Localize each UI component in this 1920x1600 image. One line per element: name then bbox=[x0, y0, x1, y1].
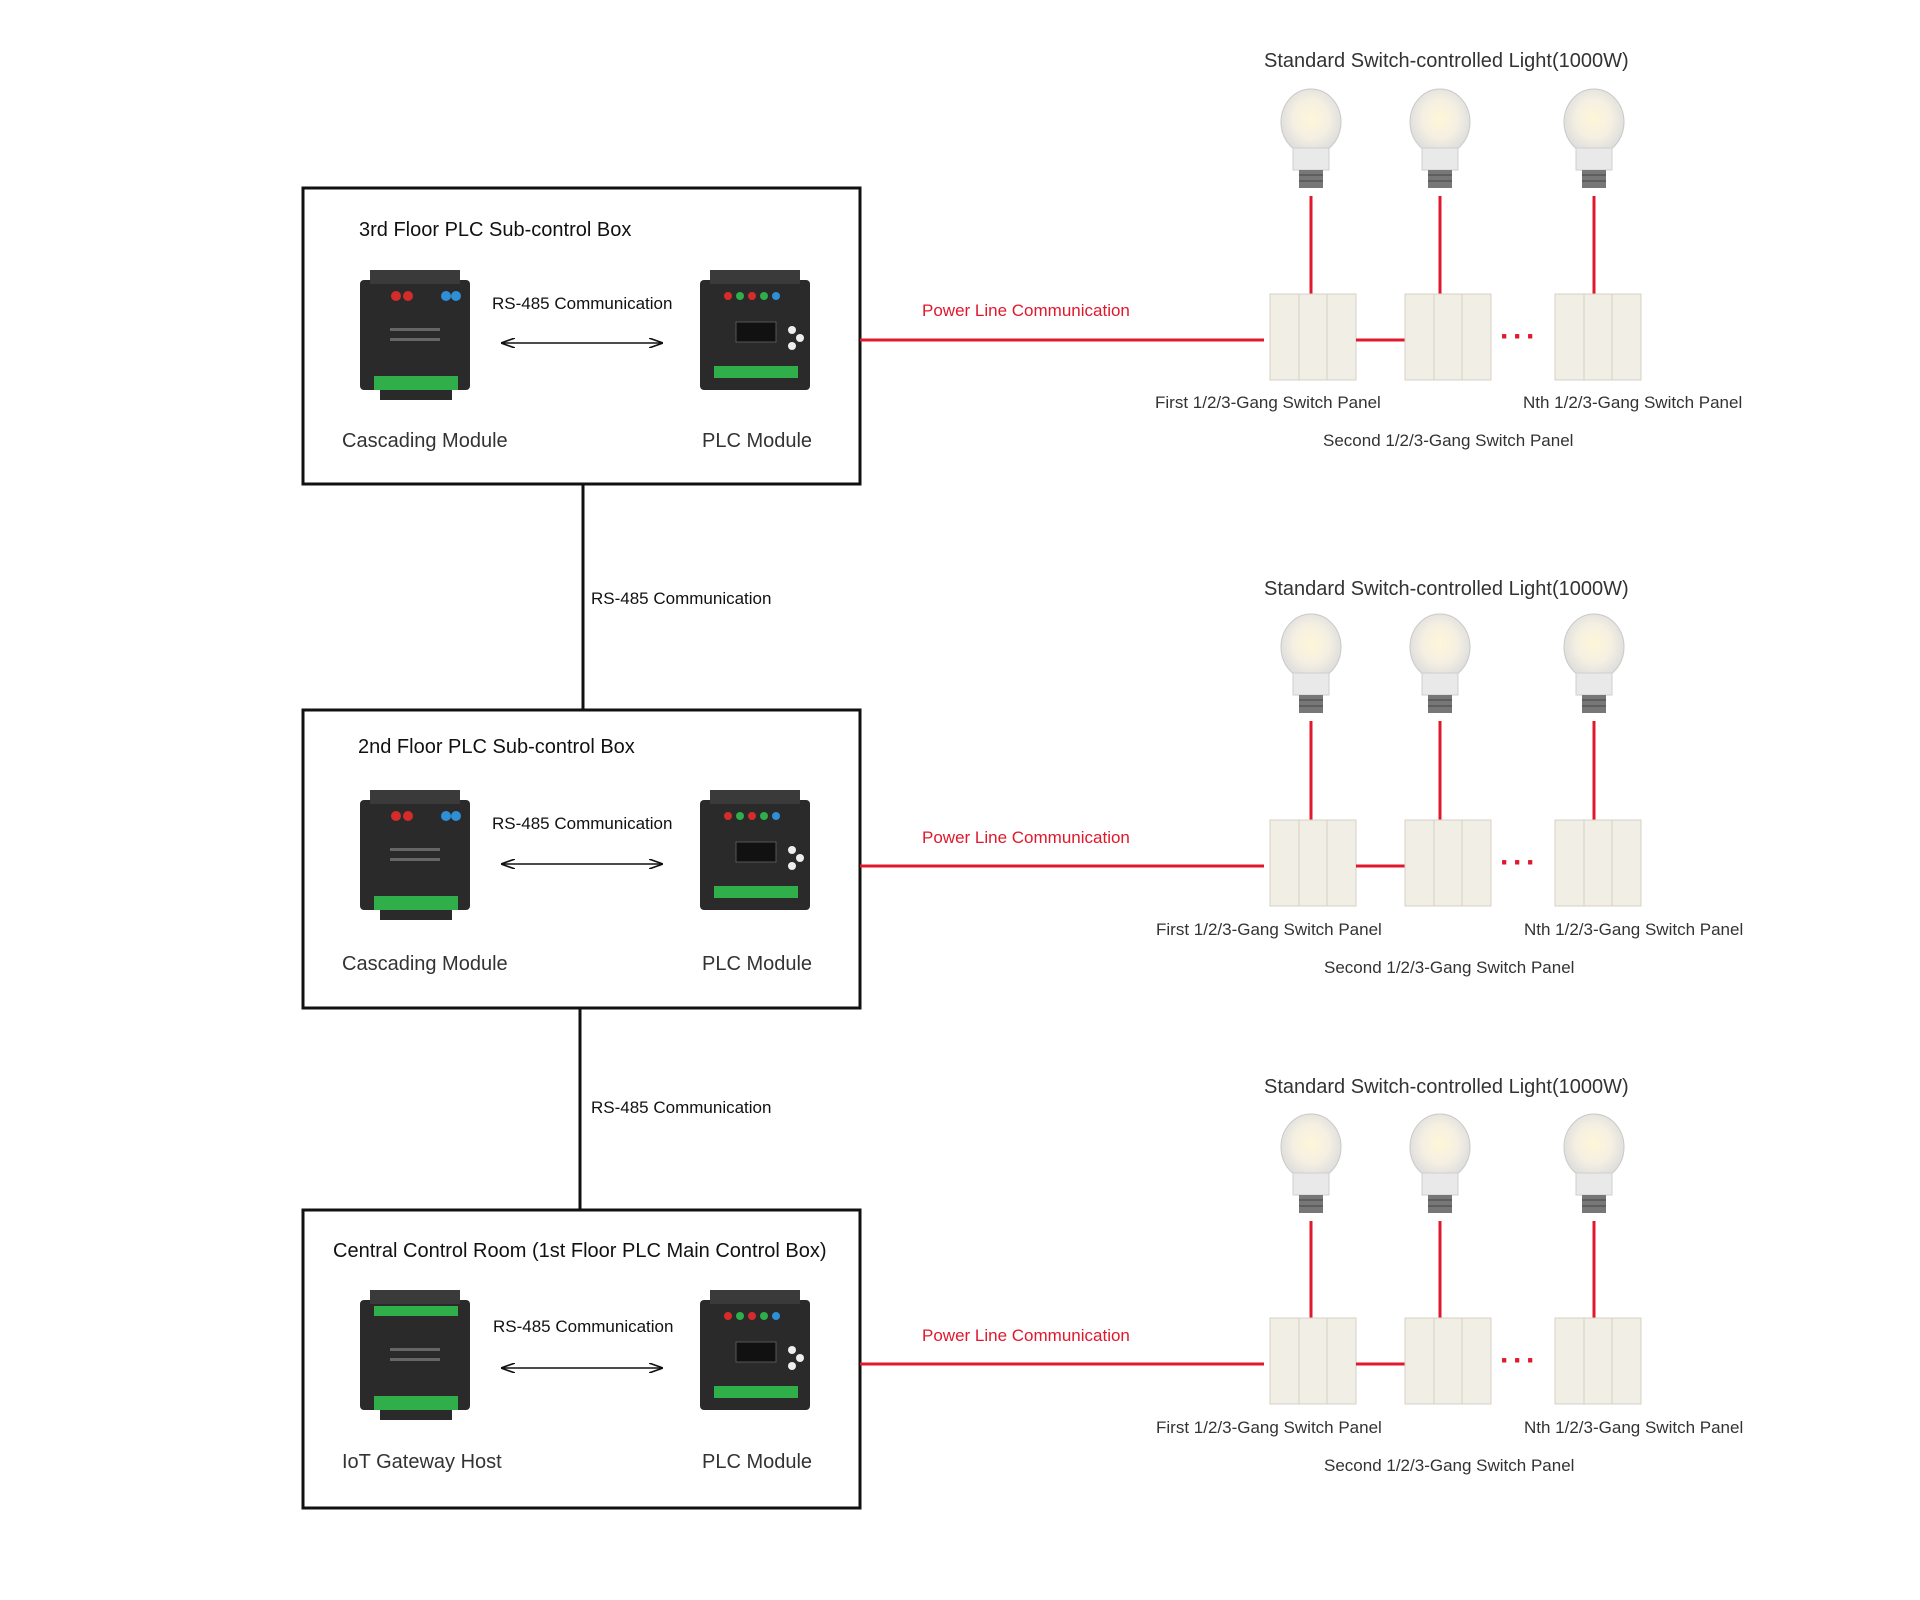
light-bulb-icon bbox=[1409, 88, 1471, 188]
light-bulb-icon bbox=[1563, 1113, 1625, 1213]
nth-panel-label: Nth 1/2/3-Gang Switch Panel bbox=[1524, 920, 1743, 939]
right-module-label: PLC Module bbox=[702, 1451, 812, 1473]
lights-title: Standard Switch-controlled Light(1000W) bbox=[1264, 1076, 1629, 1098]
control-box-frame bbox=[301, 708, 862, 1010]
right-module-label: PLC Module bbox=[702, 430, 812, 452]
floor-2-section: 2nd Floor PLC Sub-control Box RS-485 Com… bbox=[301, 578, 1743, 1010]
iot-gateway-device bbox=[360, 1290, 470, 1420]
light-bulb-icon bbox=[1280, 88, 1342, 188]
ellipsis: ··· bbox=[1500, 320, 1539, 353]
switch-panel-second bbox=[1404, 293, 1492, 381]
floor-3-section: 3rd Floor PLC Sub-control Box RS-485 Com… bbox=[301, 50, 1742, 486]
light-bulb-icon bbox=[1563, 613, 1625, 713]
plc-module-device bbox=[700, 790, 810, 910]
switch-panel-first bbox=[1269, 293, 1357, 381]
vertical-link-label: RS-485 Communication bbox=[591, 1098, 771, 1117]
switch-panel-first bbox=[1269, 1317, 1357, 1405]
plc-module-device bbox=[700, 270, 810, 390]
inner-link-label: RS-485 Communication bbox=[492, 294, 672, 313]
control-box-frame bbox=[301, 1208, 862, 1510]
power-line-label: Power Line Communication bbox=[922, 1326, 1130, 1345]
switch-panel-nth bbox=[1554, 1317, 1642, 1405]
second-panel-label: Second 1/2/3-Gang Switch Panel bbox=[1324, 958, 1574, 977]
cascading-module-device bbox=[360, 790, 470, 920]
box-title: 2nd Floor PLC Sub-control Box bbox=[358, 736, 635, 758]
light-bulb-icon bbox=[1563, 88, 1625, 188]
switch-panel-nth bbox=[1554, 293, 1642, 381]
second-panel-label: Second 1/2/3-Gang Switch Panel bbox=[1323, 431, 1573, 450]
light-bulb-icon bbox=[1280, 613, 1342, 713]
inner-link-label: RS-485 Communication bbox=[492, 814, 672, 833]
switch-panel-first bbox=[1269, 819, 1357, 907]
first-panel-label: First 1/2/3-Gang Switch Panel bbox=[1155, 393, 1381, 412]
lights-title: Standard Switch-controlled Light(1000W) bbox=[1264, 50, 1629, 72]
ellipsis: ··· bbox=[1500, 846, 1539, 879]
left-module-label: IoT Gateway Host bbox=[342, 1451, 502, 1473]
vertical-link-3-to-2: RS-485 Communication bbox=[581, 484, 771, 710]
box-title: Central Control Room (1st Floor PLC Main… bbox=[333, 1240, 827, 1262]
power-line-label: Power Line Communication bbox=[922, 828, 1130, 847]
vertical-link-2-to-1: RS-485 Communication bbox=[578, 1008, 771, 1210]
plc-module-device bbox=[700, 1290, 810, 1410]
light-bulb-icon bbox=[1409, 613, 1471, 713]
light-bulb-icon bbox=[1280, 1113, 1342, 1213]
second-panel-label: Second 1/2/3-Gang Switch Panel bbox=[1324, 1456, 1574, 1475]
control-box-frame bbox=[301, 186, 862, 486]
light-bulb-icon bbox=[1409, 1113, 1471, 1213]
nth-panel-label: Nth 1/2/3-Gang Switch Panel bbox=[1524, 1418, 1743, 1437]
power-line-label: Power Line Communication bbox=[922, 301, 1130, 320]
lights-title: Standard Switch-controlled Light(1000W) bbox=[1264, 578, 1629, 600]
right-module-label: PLC Module bbox=[702, 953, 812, 975]
vertical-link-label: RS-485 Communication bbox=[591, 589, 771, 608]
box-title: 3rd Floor PLC Sub-control Box bbox=[359, 219, 631, 241]
switch-panel-second bbox=[1404, 819, 1492, 907]
first-panel-label: First 1/2/3-Gang Switch Panel bbox=[1156, 1418, 1382, 1437]
floor-1-section: Central Control Room (1st Floor PLC Main… bbox=[301, 1076, 1743, 1510]
nth-panel-label: Nth 1/2/3-Gang Switch Panel bbox=[1523, 393, 1742, 412]
cascading-module-device bbox=[360, 270, 470, 400]
ellipsis: ··· bbox=[1500, 1344, 1539, 1377]
left-module-label: Cascading Module bbox=[342, 953, 508, 975]
first-panel-label: First 1/2/3-Gang Switch Panel bbox=[1156, 920, 1382, 939]
left-module-label: Cascading Module bbox=[342, 430, 508, 452]
inner-link-label: RS-485 Communication bbox=[493, 1317, 673, 1336]
switch-panel-second bbox=[1404, 1317, 1492, 1405]
switch-panel-nth bbox=[1554, 819, 1642, 907]
